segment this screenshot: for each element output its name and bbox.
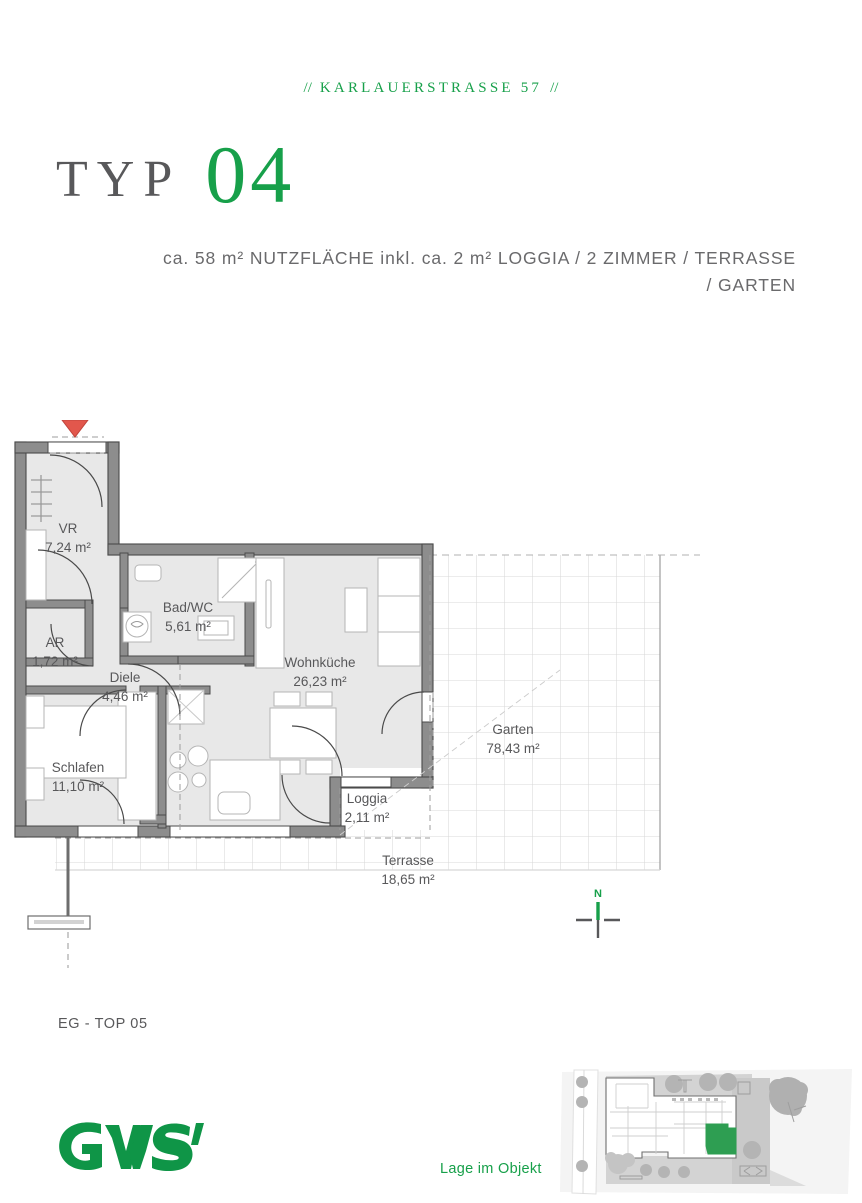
entrance-arrow-icon (61, 420, 89, 438)
room-label-ar-name: AR (46, 635, 65, 650)
gws-logo (57, 1118, 205, 1179)
room-label-terrasse-name: Terrasse (382, 853, 434, 868)
room-label-ar-area: 1,72 m² (32, 654, 78, 669)
slash-left: // (303, 80, 312, 96)
gws-logo-svg (59, 1122, 204, 1171)
fixtures (25, 475, 421, 821)
site-plan-caption: Lage im Objekt (440, 1161, 542, 1177)
door-swings (37, 454, 425, 825)
room-label-diele-name: Diele (110, 670, 141, 685)
room-label-schlafen-area: 11,10 m² (52, 779, 105, 794)
unit-summary-line2: / GARTEN (706, 275, 796, 296)
slash-right: // (550, 80, 559, 96)
site-plan-svg (556, 1066, 856, 1198)
floor-plan: VR 7,24 m² Bad/WC 5,61 m² Wohnküche 26,2… (0, 420, 862, 980)
room-label-garten-area: 78,43 m² (486, 741, 540, 756)
room-labels: VR 7,24 m² Bad/WC 5,61 m² Wohnküche 26,2… (32, 521, 540, 887)
unit-type-heading: TYP 04 (56, 128, 295, 216)
north-arrow: N (576, 888, 620, 938)
floor-plan-svg: VR 7,24 m² Bad/WC 5,61 m² Wohnküche 26,2… (14, 420, 700, 968)
north-arrow-label: N (594, 888, 602, 900)
room-label-wohnkueche-name: Wohnküche (284, 655, 355, 670)
room-label-vr-area: 7,24 m² (45, 540, 91, 555)
room-label-schlafen-name: Schlafen (52, 760, 105, 775)
typ-number: 04 (205, 129, 296, 220)
room-label-loggia-name: Loggia (347, 791, 388, 806)
project-address: // KARLAUERSTRASSE 57 // (0, 80, 862, 97)
room-label-diele-area: 4,46 m² (102, 689, 148, 704)
room-label-vr-name: VR (59, 521, 78, 536)
room-label-terrasse-area: 18,65 m² (381, 872, 435, 887)
windows (47, 441, 434, 838)
room-label-garten-name: Garten (492, 722, 533, 737)
site-plan (556, 1066, 856, 1203)
site-plan-unit-highlight (705, 1123, 737, 1155)
garden-area (55, 554, 700, 871)
floor-unit-label: EG - TOP 05 (58, 1016, 148, 1032)
fence-post (27, 837, 91, 968)
dashed-guides (50, 436, 561, 839)
unit-summary-line1: ca. 58 m² NUTZFLÄCHE inkl. ca. 2 m² LOGG… (163, 248, 796, 268)
street-name: KARLAUERSTRASSE 57 (319, 80, 543, 96)
typ-word: TYP (56, 151, 182, 208)
room-label-bad-area: 5,61 m² (165, 619, 211, 634)
room-label-wohnkueche-area: 26,23 m² (293, 674, 347, 689)
room-label-loggia-area: 2,11 m² (345, 810, 390, 825)
unit-summary: ca. 58 m² NUTZFLÄCHE inkl. ca. 2 m² LOGG… (56, 245, 796, 299)
room-label-bad-name: Bad/WC (163, 600, 214, 615)
